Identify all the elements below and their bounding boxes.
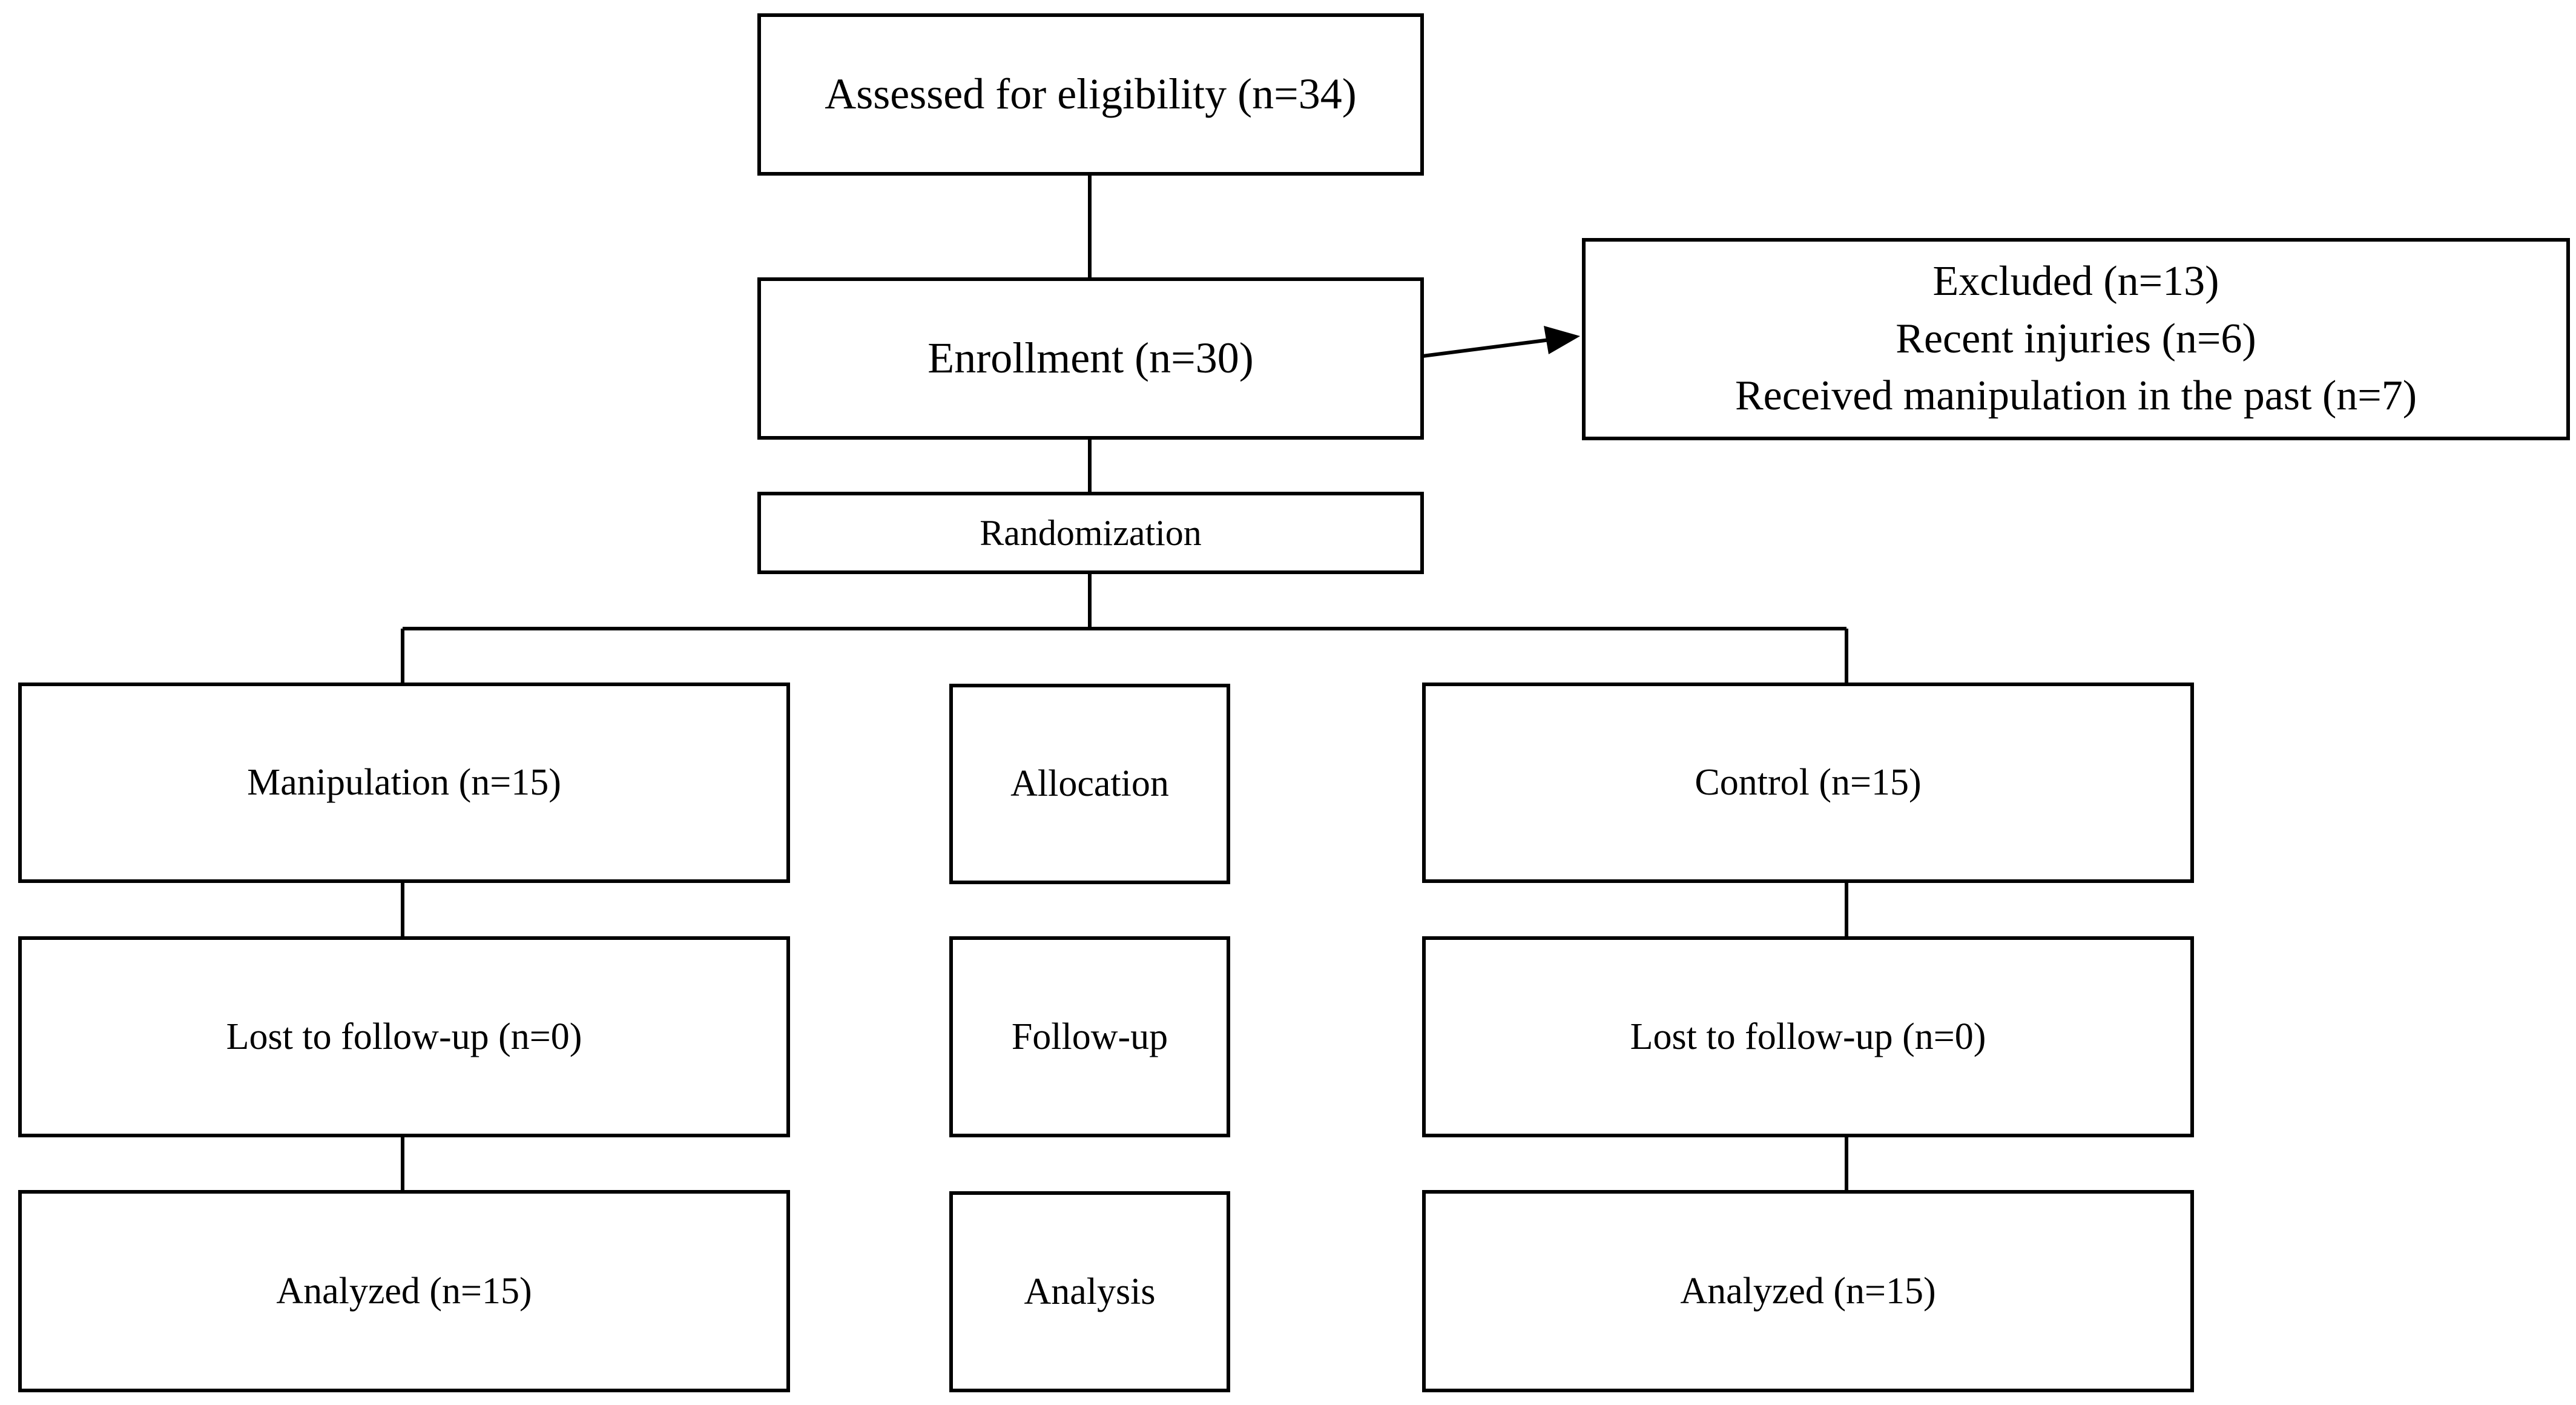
allocation-stage-label: Allocation (1010, 763, 1169, 805)
excluded-box: Excluded (n=13) Recent injuries (n=6) Re… (1582, 238, 2570, 440)
allocation-stage-box: Allocation (949, 684, 1230, 884)
followup-stage-box: Follow-up (949, 936, 1230, 1137)
arrow-to-excluded (1422, 338, 1550, 358)
control-allocated-label: Control (n=15) (1695, 762, 1922, 804)
control-analyzed-box: Analyzed (n=15) (1422, 1190, 2194, 1392)
control-lost-box: Lost to follow-up (n=0) (1422, 936, 2194, 1137)
assessed-box: Assessed for eligibility (n=34) (757, 13, 1424, 176)
excluded-item: Received manipulation in the past (n=7) (1734, 372, 2417, 420)
control-analyzed-label: Analyzed (n=15) (1680, 1270, 1936, 1312)
manipulation-analyzed-box: Analyzed (n=15) (18, 1190, 790, 1392)
control-lost-label: Lost to follow-up (n=0) (1630, 1016, 1986, 1057)
analysis-stage-box: Analysis (949, 1191, 1230, 1392)
followup-stage-label: Follow-up (1011, 1016, 1168, 1057)
excluded-item: Recent injuries (n=6) (1896, 315, 2256, 362)
enrollment-box: Enrollment (n=30) (757, 277, 1424, 440)
manipulation-analyzed-label: Analyzed (n=15) (276, 1270, 532, 1312)
manipulation-allocated-label: Manipulation (n=15) (247, 762, 561, 804)
assessed-label: Assessed for eligibility (n=34) (825, 70, 1357, 119)
arrowhead-icon (1544, 326, 1580, 354)
analysis-stage-label: Analysis (1024, 1271, 1156, 1312)
excluded-title: Excluded (n=13) (1932, 258, 2219, 305)
manipulation-lost-box: Lost to follow-up (n=0) (18, 936, 790, 1137)
control-allocated-box: Control (n=15) (1422, 683, 2194, 883)
manipulation-lost-label: Lost to follow-up (n=0) (226, 1016, 582, 1057)
enrollment-label: Enrollment (n=30) (927, 334, 1254, 383)
randomization-label: Randomization (980, 513, 1202, 553)
randomization-box: Randomization (757, 492, 1424, 574)
manipulation-allocated-box: Manipulation (n=15) (18, 683, 790, 883)
